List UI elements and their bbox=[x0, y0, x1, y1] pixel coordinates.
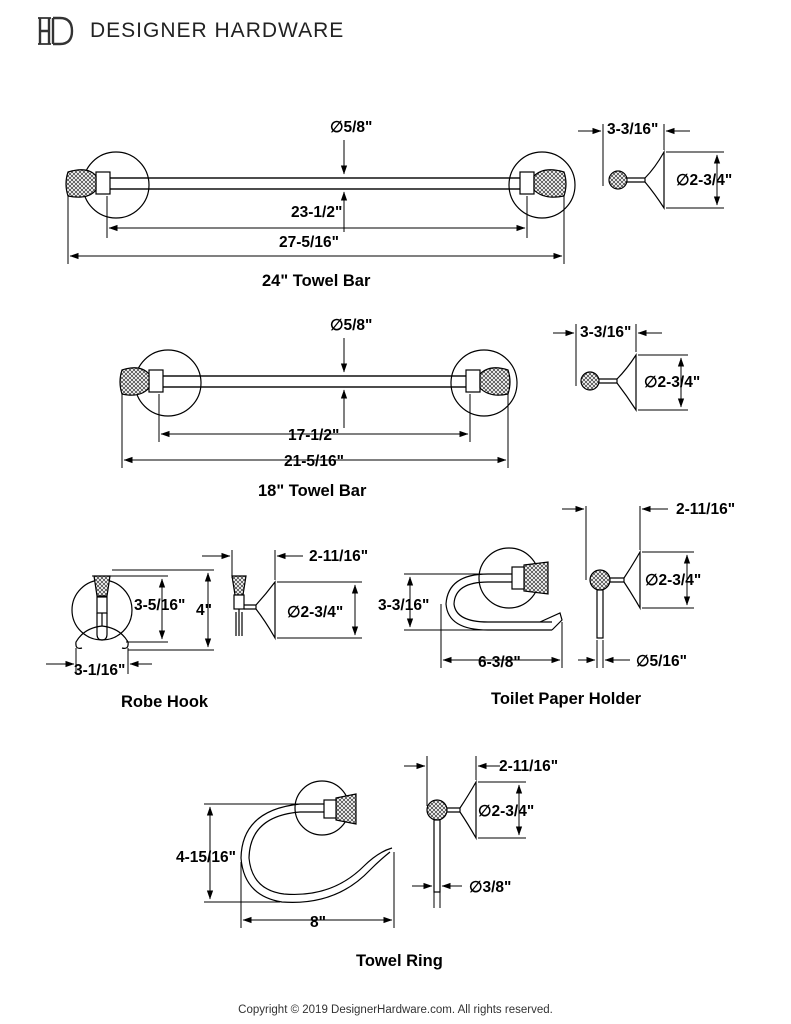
towel-bar-18-drawing bbox=[119, 349, 518, 417]
towel-bar-24-caption: 24" Towel Bar bbox=[262, 272, 371, 290]
copyright-notice: Copyright © 2019 DesignerHardware.com. A… bbox=[238, 1004, 553, 1016]
towel-bar-24-overall-width-label: 27-5/16" bbox=[279, 234, 339, 251]
towel-bar-24-diameter-label: ∅5/8" bbox=[330, 119, 372, 136]
towel-bar-18-projection-label: 3-3/16" bbox=[580, 324, 631, 341]
towel-bar-24-drawing bbox=[65, 151, 576, 219]
towel-ring-caption: Towel Ring bbox=[356, 952, 443, 970]
robe-hook-overall-height-label: 4" bbox=[196, 602, 212, 619]
tph-caption: Toilet Paper Holder bbox=[491, 690, 642, 708]
brand-header: DESIGNER HARDWARE bbox=[36, 14, 344, 48]
towel-ring-drawing bbox=[240, 780, 393, 903]
tph-projection-label: 2-11/16" bbox=[676, 501, 735, 518]
towel-ring-height-label: 4-15/16" bbox=[176, 849, 236, 866]
robe-hook-hook-height-label: 3-5/16" bbox=[134, 597, 185, 614]
robe-hook-side-drawing bbox=[231, 575, 276, 641]
towel-bar-24-inner-width-label: 23-1/2" bbox=[291, 204, 342, 221]
brand-name: DESIGNER HARDWARE bbox=[90, 19, 345, 42]
towel-bar-18-caption: 18" Towel Bar bbox=[258, 482, 367, 500]
tph-width-label: 6-3/8" bbox=[478, 654, 521, 671]
towel-ring-flange-label: ∅2-3/4" bbox=[478, 803, 534, 820]
towel-bar-24-flange-label: ∅2-3/4" bbox=[676, 172, 732, 189]
robe-hook-caption: Robe Hook bbox=[121, 693, 209, 711]
towel-bar-18-flange-label: ∅2-3/4" bbox=[644, 374, 700, 391]
towel-bar-24-projection-label: 3-3/16" bbox=[607, 121, 658, 138]
tph-flange-label: ∅2-3/4" bbox=[645, 572, 701, 589]
towel-ring-side-drawing bbox=[426, 779, 477, 893]
towel-bar-18-side-drawing bbox=[580, 352, 637, 413]
towel-bar-18-overall-width-label: 21-5/16" bbox=[284, 453, 344, 470]
toilet-paper-holder-side-drawing bbox=[589, 549, 641, 639]
robe-hook-projection-label: 2-11/16" bbox=[309, 548, 368, 565]
tph-height-label: 3-3/16" bbox=[378, 597, 429, 614]
robe-hook-width-label: 3-1/16" bbox=[74, 662, 125, 679]
towel-bar-24-side-drawing bbox=[608, 149, 665, 211]
robe-hook-flange-label: ∅2-3/4" bbox=[287, 604, 343, 621]
robe-hook-drawing bbox=[71, 575, 133, 649]
tph-rod-diameter-label: ∅5/16" bbox=[636, 653, 687, 670]
brand-logo-icon bbox=[38, 16, 74, 46]
towel-ring-width-label: 8" bbox=[310, 914, 326, 931]
towel-bar-18-inner-width-label: 17-1/2" bbox=[288, 427, 339, 444]
towel-ring-rod-diameter-label: ∅3/8" bbox=[469, 879, 511, 896]
towel-bar-18-diameter-label: ∅5/8" bbox=[330, 317, 372, 334]
towel-ring-projection-label: 2-11/16" bbox=[499, 758, 558, 775]
toilet-paper-holder-drawing bbox=[445, 547, 563, 631]
